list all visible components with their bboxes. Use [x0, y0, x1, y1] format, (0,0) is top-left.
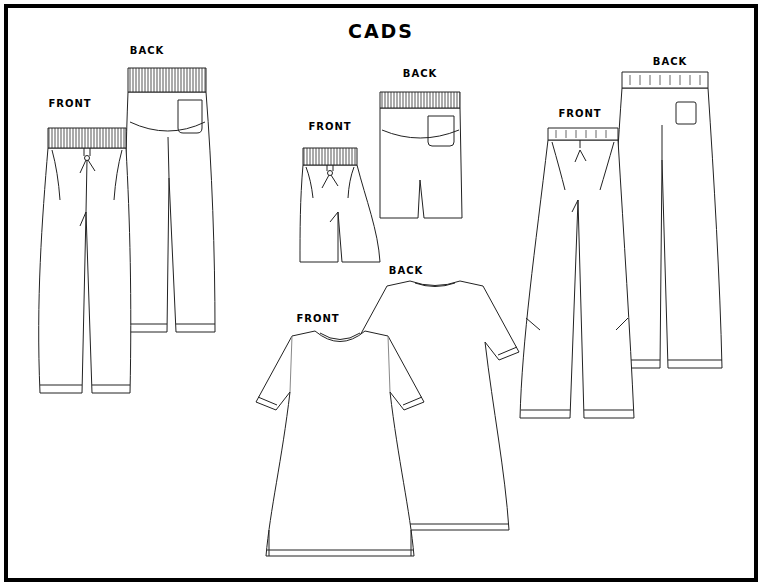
- drawstring: [80, 148, 95, 173]
- jogger-front: [39, 128, 131, 393]
- gather-marks: [630, 75, 700, 85]
- side-pocket: [552, 142, 614, 190]
- dress-front: [256, 331, 424, 556]
- hem-line: [521, 410, 633, 411]
- jogger-front-body: [39, 148, 131, 393]
- fly-seam: [330, 212, 338, 222]
- wide-pants-front: [520, 128, 634, 418]
- view-label: FRONT: [296, 314, 339, 324]
- jogger-back: [125, 68, 215, 332]
- rib-waistband: [128, 68, 206, 92]
- shorts-front: [300, 148, 380, 262]
- center-seam: [662, 125, 663, 160]
- hem-line: [128, 324, 215, 325]
- view-label: FRONT: [48, 99, 91, 109]
- elastic-waistband: [548, 128, 618, 140]
- shorts-front-body: [300, 165, 380, 262]
- neckband: [320, 333, 360, 340]
- side-pocket: [306, 167, 354, 198]
- view-label: BACK: [403, 69, 437, 79]
- rib-waistband: [48, 128, 126, 148]
- view-label: BACK: [130, 46, 164, 56]
- wide-pants-front-body: [520, 140, 634, 418]
- gather-marks: [556, 130, 606, 138]
- page-frame: [6, 6, 756, 580]
- view-label: BACK: [653, 57, 687, 67]
- rib-waistband: [380, 92, 460, 108]
- dart-lines: [526, 200, 628, 330]
- elastic-waistband: [622, 72, 708, 88]
- armhole-seam: [290, 336, 390, 392]
- view-label: FRONT: [558, 109, 601, 119]
- page-title: CADS: [348, 22, 414, 41]
- neckband: [415, 283, 455, 287]
- shorts-back-body: [380, 108, 462, 218]
- jogger-back-body: [125, 92, 215, 332]
- dress-front-body: [256, 331, 424, 556]
- side-slit: [269, 530, 411, 556]
- hem-line: [258, 397, 422, 550]
- rib-waistband: [303, 148, 357, 165]
- back-pocket: [676, 102, 696, 124]
- yoke-seam: [130, 122, 205, 131]
- shorts-back: [380, 92, 462, 218]
- view-label: FRONT: [308, 122, 351, 132]
- drawstring: [322, 165, 338, 188]
- fly-seam: [80, 160, 87, 226]
- drawstring-knot: [328, 171, 333, 176]
- yoke-seam: [382, 130, 459, 138]
- view-label: BACK: [389, 266, 423, 276]
- drawstring-knot: [85, 156, 90, 161]
- center-seam: [168, 137, 169, 178]
- drawstring: [575, 140, 586, 162]
- back-pocket: [428, 116, 454, 146]
- hem-line: [40, 385, 130, 386]
